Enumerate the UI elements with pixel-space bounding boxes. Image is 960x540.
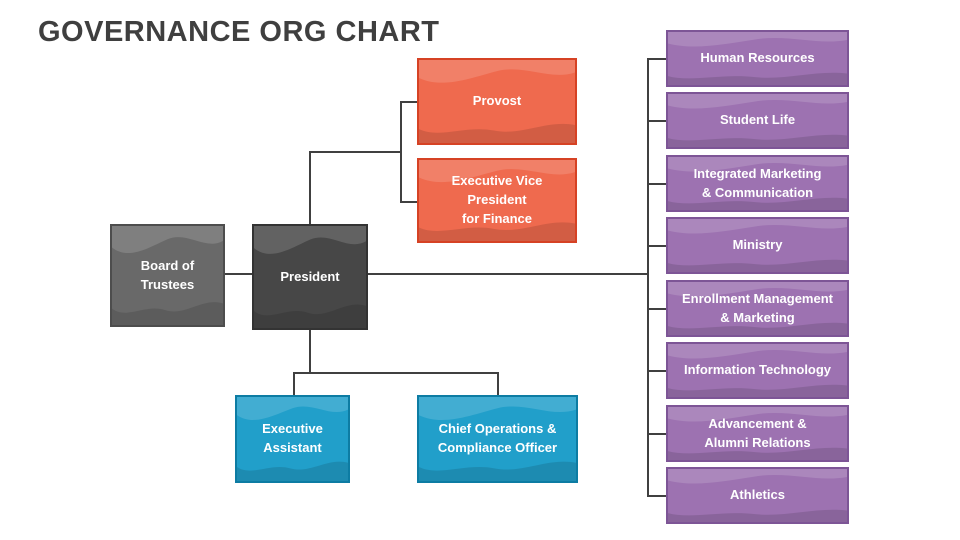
node-advancement-alumni-relations: Advancement & Alumni Relations <box>666 405 849 462</box>
wave-decoration <box>668 157 847 210</box>
node-human-resources: Human Resources <box>666 30 849 87</box>
wave-decoration <box>112 226 223 325</box>
wave-decoration <box>254 226 366 328</box>
connector-line <box>225 273 252 275</box>
node-label: Executive Vice President for Finance <box>451 173 543 226</box>
node-integrated-marketing-communication: Integrated Marketing & Communication <box>666 155 849 212</box>
wave-decoration <box>668 282 847 335</box>
node-label: Athletics <box>730 487 785 503</box>
node-chief-operations-compliance-officer: Chief Operations & Compliance Officer <box>417 395 578 483</box>
node-label: Provost <box>472 93 522 109</box>
wave-decoration <box>668 219 847 272</box>
node-board-of-trustees: Board of Trustees <box>110 224 225 327</box>
connector-line <box>647 433 666 435</box>
wave-decoration <box>237 397 348 481</box>
node-president: President <box>252 224 368 330</box>
connector-line <box>309 330 311 373</box>
wave-decoration <box>419 60 575 143</box>
wave-decoration <box>668 94 847 147</box>
node-athletics: Athletics <box>666 467 849 524</box>
wave-decoration <box>419 397 576 481</box>
wave-decoration <box>668 407 847 460</box>
connector-line <box>497 372 499 395</box>
connector-line <box>309 151 402 153</box>
connector-line <box>647 120 666 122</box>
node-label: Advancement & Alumni Relations <box>704 415 811 450</box>
wave-decoration <box>668 32 847 85</box>
node-ministry: Ministry <box>666 217 849 274</box>
connector-line <box>368 273 649 275</box>
connector-line <box>647 308 666 310</box>
wave-decoration <box>668 469 847 522</box>
node-label: Chief Operations & Compliance Officer <box>437 421 558 455</box>
node-label: Student Life <box>719 112 796 128</box>
connector-line <box>400 101 417 103</box>
connector-line <box>647 495 666 497</box>
node-enrollment-management-marketing: Enrollment Management & Marketing <box>666 280 849 337</box>
node-label: President <box>280 268 340 284</box>
node-executive-assistant: Executive Assistant <box>235 395 350 483</box>
node-student-life: Student Life <box>666 92 849 149</box>
connector-line <box>647 58 649 496</box>
connector-line <box>293 372 499 374</box>
connector-line <box>647 370 666 372</box>
wave-decoration <box>668 344 847 397</box>
node-label: Integrated Marketing & Communication <box>693 165 822 200</box>
connector-line <box>647 245 666 247</box>
node-label: Ministry <box>732 237 783 253</box>
connector-line <box>647 183 666 185</box>
node-label: Information Technology <box>683 362 832 378</box>
connector-line <box>309 151 311 224</box>
node-label: Enrollment Management & Marketing <box>682 290 833 325</box>
connector-line <box>647 58 666 60</box>
node-executive-vice-president-finance: Executive Vice President for Finance <box>417 158 577 243</box>
connector-line <box>400 101 402 203</box>
node-label: Human Resources <box>700 50 815 66</box>
node-information-technology: Information Technology <box>666 342 849 399</box>
page-title: GOVERNANCE ORG CHART <box>38 16 440 48</box>
node-label: Executive Assistant <box>262 421 323 455</box>
connector-line <box>293 372 295 395</box>
wave-decoration <box>419 160 575 241</box>
node-provost: Provost <box>417 58 577 145</box>
connector-line <box>400 201 417 203</box>
node-label: Board of Trustees <box>140 257 195 292</box>
